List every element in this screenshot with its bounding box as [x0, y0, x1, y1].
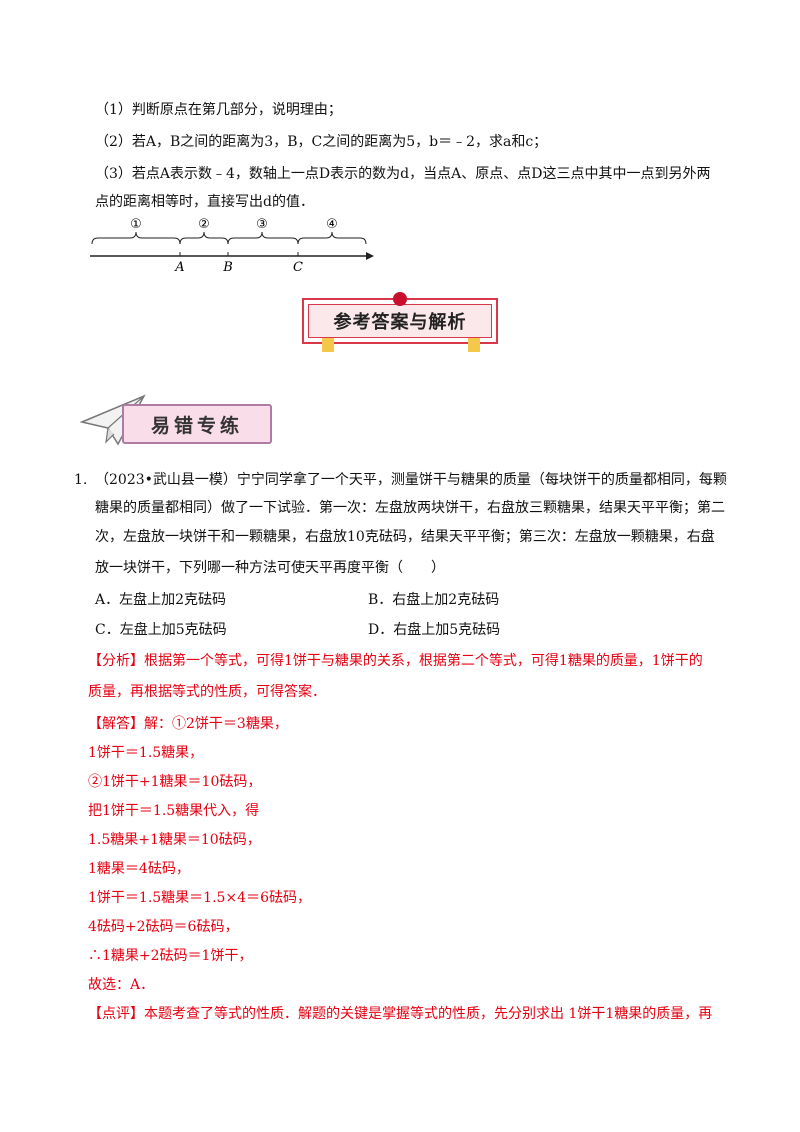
banner-ribbon-right: [468, 338, 480, 352]
option-c: C．左盘上加5克砝码: [95, 622, 227, 638]
section-title: 易错专练: [122, 404, 272, 444]
question-line-4: 放一块饼干，下列哪一种方法可使天平再度平衡（ ）: [95, 560, 445, 576]
analysis-line-1: 【分析】根据第一个等式，可得1饼干与糖果的关系，根据第二个等式，可得1糖果的质量…: [88, 651, 703, 671]
part-label-1: ①: [130, 217, 142, 232]
analysis-label: 【分析】: [88, 653, 144, 669]
option-a: A．左盘上加2克砝码: [95, 592, 227, 608]
answer-banner: 参考答案与解析: [302, 292, 502, 356]
problem-q3-line2: 点的距离相等时，直接写出d的值．: [95, 194, 314, 210]
solution-line-6: 1饼干＝1.5糖果＝1.5×4＝6砝码，: [88, 890, 311, 906]
brace-4: [297, 231, 367, 245]
solution-line-1: 1饼干＝1.5糖果，: [88, 745, 204, 761]
brace-2: [179, 231, 229, 245]
option-b: B．右盘上加2克砝码: [368, 592, 500, 608]
problem-q1: （1）判断原点在第几部分，说明理由；: [95, 102, 342, 118]
solution-line-7: 4砝码+2砝码＝6砝码，: [88, 919, 239, 935]
axis-arrow: [366, 252, 374, 260]
banner-ribbon-left: [322, 338, 334, 352]
brace-3: [227, 231, 299, 245]
number-line-figure: ① ② ③ ④ A B C: [90, 217, 374, 274]
comment-text-1: 本题考查了等式的性质．解题的关键是掌握等式的性质，先分别求出 1饼干1糖果的质量…: [144, 1006, 713, 1022]
point-label-C: C: [293, 260, 303, 274]
solution-line-8: ∴1糖果+2砝码＝1饼干，: [88, 948, 253, 964]
solution-line-9: 故选：A．: [88, 977, 155, 993]
point-label-B: B: [222, 260, 233, 274]
part-label-2: ②: [198, 217, 210, 232]
solution-line-4: 1.5糖果+1糖果＝10砝码，: [88, 832, 261, 848]
comment-label: 【点评】: [88, 1006, 144, 1022]
brace-1: [91, 231, 181, 245]
section-header: 易错专练: [78, 392, 278, 452]
problem-q3-line1: （3）若点A表示数﹣4，数轴上一点D表示的数为d，当点A、原点、点D这三点中其中…: [95, 166, 711, 182]
point-label-A: A: [174, 260, 184, 274]
banner-pin: [393, 292, 407, 306]
option-d: D．右盘上加5克砝码: [368, 622, 501, 638]
question-line-2: 糖果的质量都相同）做了一下试验．第一次：左盘放两块饼干，右盘放三颗糖果，结果天平…: [95, 500, 725, 516]
question-line-3: 次，左盘放一块饼干和一颗糖果，右盘放10克砝码，结果天平平衡；第三次：左盘放一颗…: [95, 529, 715, 545]
analysis-line-2: 质量，再根据等式的性质，可得答案．: [88, 684, 326, 700]
solution-line-3: 把1饼干＝1.5糖果代入，得: [88, 803, 260, 819]
answer-banner-title: 参考答案与解析: [308, 304, 492, 338]
question-number: 1.: [74, 472, 88, 488]
solution-first: 解：①2饼干＝3糖果，: [144, 716, 288, 732]
part-label-4: ④: [326, 217, 338, 232]
part-label-3: ③: [256, 217, 268, 232]
solution-line-5: 1糖果＝4砝码，: [88, 861, 190, 877]
solution-label: 【解答】: [88, 716, 144, 732]
question-line-1: （2023•武山县一模）宁宁同学拿了一个天平，测量饼干与糖果的质量（每块饼干的质…: [95, 472, 727, 488]
solution-line-0: 【解答】解：①2饼干＝3糖果，: [88, 714, 288, 734]
analysis-text-1: 根据第一个等式，可得1饼干与糖果的关系，根据第二个等式，可得1糖果的质量，1饼干…: [144, 653, 703, 669]
comment-line-1: 【点评】本题考查了等式的性质．解题的关键是掌握等式的性质，先分别求出 1饼干1糖…: [88, 1004, 712, 1024]
solution-line-2: ②1饼干+1糖果＝10砝码，: [88, 774, 262, 790]
problem-q2: （2）若A，B之间的距离为3，B，C之间的距离为5，b＝﹣2，求a和c；: [95, 134, 548, 150]
